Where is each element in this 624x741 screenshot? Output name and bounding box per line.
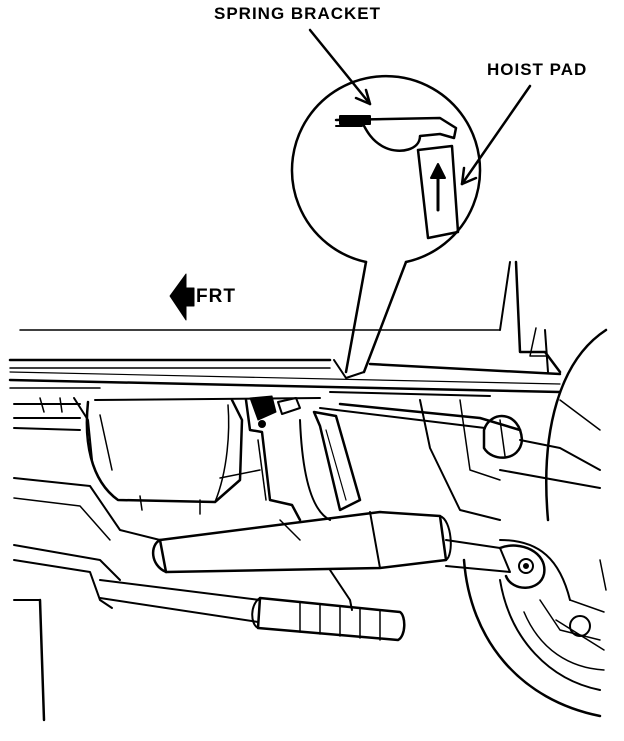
- spring-bracket-detail: [336, 116, 456, 151]
- lower-frame: [14, 470, 352, 720]
- shock-absorber: [100, 580, 404, 640]
- body-panel: [20, 262, 560, 372]
- arrow-up-icon: [431, 164, 445, 210]
- front-direction-label: FRT: [196, 286, 236, 307]
- drive-shaft: [153, 512, 544, 588]
- rear-axle-housing: [420, 400, 600, 520]
- detail-callout: [292, 76, 480, 378]
- spring-bracket-label: SPRING BRACKET: [214, 4, 382, 23]
- hoist-pad-label: HOIST PAD: [487, 60, 588, 79]
- tank-housing: [87, 400, 242, 514]
- leader-arrows: [310, 30, 530, 184]
- frame-rail: [10, 360, 560, 430]
- rear-wheel: [464, 330, 606, 716]
- leaf-spring: [246, 396, 360, 520]
- arrow-left-icon: [170, 274, 194, 320]
- sill-detail: [14, 398, 92, 460]
- hoist-pad-detail: [418, 146, 458, 238]
